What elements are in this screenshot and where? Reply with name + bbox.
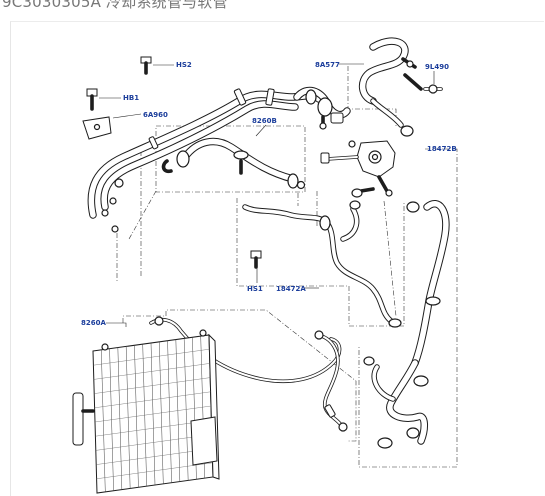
leader-8260a — [106, 322, 127, 327]
hose-6a960 — [87, 88, 323, 219]
thermostat-housing — [320, 140, 396, 198]
label-6a960: 6A960 — [143, 111, 168, 119]
label-8a577: 8A577 — [315, 61, 340, 69]
label-8260a: 8260A — [81, 319, 106, 327]
clip-left — [101, 178, 124, 233]
label-hs2: HS2 — [176, 61, 192, 69]
radiator-core-line — [96, 462, 213, 479]
box-18472b — [358, 148, 458, 468]
box-8a577 — [347, 66, 397, 126]
label-hb1: HB1 — [123, 94, 139, 102]
leader-8260b — [255, 124, 267, 137]
box-8260a — [122, 309, 357, 442]
leader-6a960 — [112, 113, 142, 119]
pipe-8260a — [149, 316, 348, 432]
radiator-core-line — [94, 377, 211, 394]
radiator-core-line — [94, 405, 212, 423]
hose-18472a — [242, 200, 402, 328]
connector-block — [293, 86, 351, 130]
radiator — [72, 329, 220, 494]
page-header: 9C3030305A 冷却系统管与软管 — [0, 0, 545, 20]
hose-8260b — [161, 137, 306, 190]
label-18472b: 18472B — [427, 145, 457, 153]
ref-line-6 — [383, 200, 397, 317]
label-8260b: 8260B — [252, 117, 277, 125]
bolt-hs2 — [140, 56, 152, 75]
hose-18472b — [363, 200, 450, 449]
label-hs1: HS1 — [247, 285, 263, 293]
radiator-core-line — [93, 349, 210, 366]
bolt-hs1 — [250, 250, 262, 269]
hose-8a577 — [358, 37, 417, 137]
label-9l490: 9L490 — [425, 63, 449, 71]
radiator-core-line — [93, 363, 210, 380]
bracket-6a960 — [82, 116, 112, 140]
radiator-core-line — [94, 391, 211, 408]
bolt-hb1 — [86, 88, 98, 111]
cooling-system-diagram: HS2 HB1 6A960 8260B 8A577 9L490 18472B H… — [72, 37, 458, 494]
box-18472a — [236, 198, 405, 327]
valve-9l490 — [403, 73, 443, 94]
label-18472a: 18472A — [276, 285, 306, 293]
diagram-panel: HS2 HB1 6A960 8260B 8A577 9L490 18472B H… — [10, 21, 544, 496]
ref-line-3 — [128, 190, 157, 240]
box-8260b — [155, 125, 306, 193]
page-title: 9C3030305A 冷却系统管与软管 — [2, 0, 228, 11]
